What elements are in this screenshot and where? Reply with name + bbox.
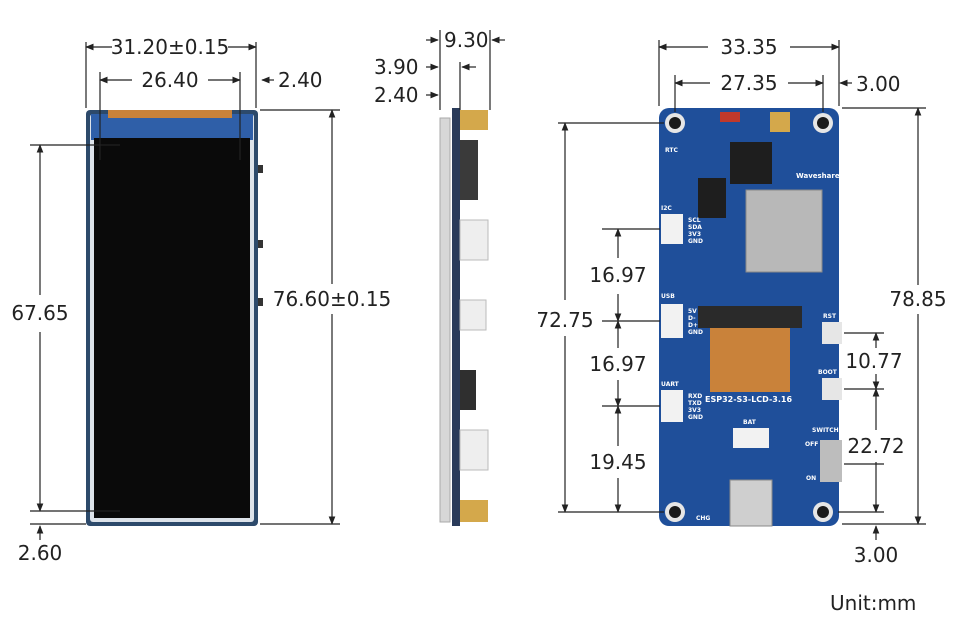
back-hole-span-inner: 27.35: [720, 71, 777, 95]
label-boot: BOOT: [818, 369, 838, 376]
side-thickness-total: 9.30: [444, 28, 489, 52]
label-rtc: RTC: [665, 147, 678, 154]
front-height-active: 67.65: [11, 301, 68, 325]
back-header-offset-bottom: 19.45: [589, 450, 646, 474]
side-button-2: [258, 240, 263, 248]
front-bezel-bottom: 2.60: [18, 541, 63, 565]
red-component: [720, 112, 740, 122]
front-width-active: 26.40: [141, 68, 198, 92]
sd-card-slot: [745, 189, 823, 273]
side-component-3: [459, 299, 487, 331]
label-i2c: I2C: [661, 205, 672, 212]
front-height-overall: 76.60±0.15: [273, 287, 392, 311]
label-off: OFF: [805, 441, 818, 448]
back-view: RTC I2C USB UART RST BOOT SWITCH OFF ON …: [536, 35, 946, 567]
uart-pin-4: GND: [688, 414, 703, 421]
usb-pin-2: D-: [688, 315, 696, 322]
ic-chip: [698, 178, 726, 218]
label-switch: SWITCH: [812, 427, 839, 434]
back-height-overall: 78.85: [889, 287, 946, 311]
side-component-1: [460, 140, 478, 200]
side-button-1: [258, 165, 263, 173]
usb-pin-3: D+: [688, 322, 698, 329]
label-uart: UART: [661, 381, 680, 388]
bat-connector: [733, 428, 769, 448]
side-pcb: [452, 108, 460, 526]
back-header-pitch-2: 16.97: [589, 352, 646, 376]
usb-pin-4: GND: [688, 329, 703, 336]
board-name: ESP32-S3-LCD-3.16: [705, 395, 792, 404]
back-hole-span-outer: 33.35: [720, 35, 777, 59]
uart-pin-3: 3V3: [688, 407, 701, 414]
fpc-connector: [698, 306, 802, 328]
lcd-screen: [94, 138, 250, 518]
i2c-pin-1: SCL: [688, 217, 701, 224]
usb-header: [661, 304, 683, 338]
usb-pin-1: 5V: [688, 308, 697, 315]
lcd-top-strip: [91, 114, 253, 140]
uart-pin-2: TXD: [688, 400, 702, 407]
back-header-pitch-1: 16.97: [589, 263, 646, 287]
side-thickness-b: 2.40: [374, 83, 419, 107]
label-rst: RST: [823, 313, 837, 320]
i2c-pin-4: GND: [688, 238, 703, 245]
antenna: [770, 112, 790, 132]
side-standoff-bottom: [460, 500, 488, 522]
i2c-pin-labels: SCL SDA 3V3 GND: [688, 217, 703, 245]
uart-header: [661, 390, 683, 422]
esp32-chip: [730, 142, 772, 184]
label-usb: USB: [661, 293, 675, 300]
side-button-3: [258, 298, 263, 306]
side-component-4: [460, 370, 476, 410]
label-bat: BAT: [743, 419, 757, 426]
i2c-header: [661, 214, 683, 244]
front-bezel-right: 2.40: [278, 68, 323, 92]
back-hole-span-vertical: 72.75: [536, 308, 593, 332]
rst-button: [822, 322, 842, 344]
unit-label: Unit:mm: [830, 591, 916, 615]
back-button-pitch: 10.77: [845, 349, 902, 373]
uart-pin-1: RXD: [688, 393, 702, 400]
i2c-pin-3: 3V3: [688, 231, 701, 238]
fpc-strip: [108, 110, 232, 118]
boot-button: [822, 378, 842, 400]
back-hole-offset-right: 3.00: [856, 72, 901, 96]
label-chg: CHG: [696, 515, 710, 522]
side-view: 9.30 3.90 2.40: [374, 28, 505, 526]
i2c-pin-2: SDA: [688, 224, 702, 231]
side-standoff-top: [460, 110, 488, 130]
uart-pin-labels: RXD TXD 3V3 GND: [688, 393, 703, 421]
front-view: 31.20±0.15 26.40 2.40 67.65 76.60±0.15 2…: [11, 35, 391, 565]
usb-c-port: [729, 479, 773, 527]
side-thickness-a: 3.90: [374, 55, 419, 79]
switch-body: [820, 440, 842, 482]
side-glass: [439, 117, 451, 523]
back-hole-offset-bottom: 3.00: [854, 543, 899, 567]
brand-name: Waveshare: [796, 172, 840, 180]
usb-pin-labels: 5V D- D+ GND: [688, 308, 703, 336]
fpc-cable: [710, 328, 790, 392]
side-component-5: [459, 429, 489, 471]
side-component-2: [459, 219, 489, 261]
front-width-overall: 31.20±0.15: [111, 35, 230, 59]
label-on: ON: [806, 475, 816, 482]
back-switch-offset: 22.72: [847, 434, 904, 458]
